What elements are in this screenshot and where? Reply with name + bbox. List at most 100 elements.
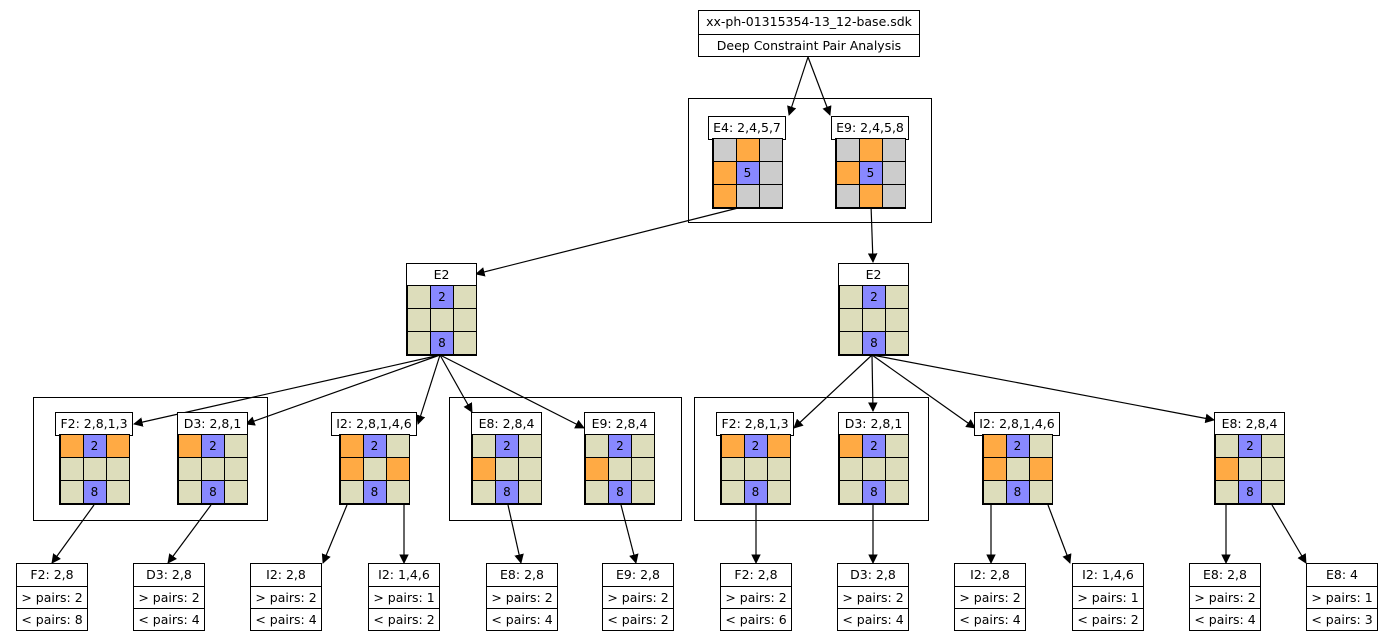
grid-cell <box>758 138 783 162</box>
leaf-greater-pairs: > pairs: 2 <box>487 586 557 609</box>
edge-e4-e2 <box>475 204 751 277</box>
root-title: xx-ph-01315354-13_12-base.sdk <box>706 14 912 29</box>
leaf-title: E9: 2,8 <box>616 567 660 582</box>
grid-cell: 5 <box>858 161 883 185</box>
grid-cell <box>59 457 84 481</box>
leaf-title: D3: 2,8 <box>850 567 896 582</box>
edge-e9-e2 <box>867 204 878 263</box>
grid-cell: 2 <box>1005 434 1030 458</box>
grid-cell <box>835 161 860 185</box>
grid-cell <box>885 434 909 458</box>
leaf-node: D3: 2,8> pairs: 2< pairs: 4 <box>837 563 909 631</box>
grid-cell <box>885 308 909 332</box>
grid-cell <box>224 480 248 504</box>
grid-cell <box>862 308 886 332</box>
edge-e2-e9 <box>439 354 585 429</box>
grid-cell <box>885 457 909 481</box>
leaf-less-pairs: < pairs: 2 <box>603 608 673 631</box>
leaf-less-pairs: < pairs: 2 <box>1073 608 1143 631</box>
grid-cell <box>224 434 248 458</box>
level3-label: E8: 2,8,4 <box>1214 412 1285 436</box>
grid-cell <box>105 434 130 458</box>
edge-e2-d3 <box>868 354 878 412</box>
edge-e2-i2 <box>416 354 441 425</box>
grid-cell <box>758 161 783 185</box>
level1-grid: 5 <box>834 138 906 209</box>
grid-cell <box>631 480 655 504</box>
leaf-title: E8: 4 <box>1326 567 1358 582</box>
grid-cell <box>518 434 542 458</box>
leaf-node: E8: 4> pairs: 1< pairs: 3 <box>1306 563 1378 631</box>
grid-cell <box>839 285 863 309</box>
leaf-greater-pairs: > pairs: 2 <box>134 586 204 609</box>
grid-cell <box>407 285 431 309</box>
grid-cell <box>472 457 496 481</box>
leaf-greater-pairs: > pairs: 2 <box>721 586 791 609</box>
grid-cell <box>518 457 542 481</box>
grid-cell: 2 <box>362 434 387 458</box>
leaf-greater-pairs: > pairs: 2 <box>838 586 908 609</box>
grid-cell <box>885 285 909 309</box>
grid-cell <box>339 434 364 458</box>
leaf-less-pairs: < pairs: 4 <box>955 608 1025 631</box>
grid-cell <box>105 457 130 481</box>
leaf-title: E8: 2,8 <box>1203 567 1247 582</box>
grid-cell: 2 <box>608 434 632 458</box>
cluster-right-a <box>694 397 929 521</box>
grid-cell <box>858 138 883 162</box>
leaf-less-pairs: < pairs: 2 <box>369 608 439 631</box>
root-node: xx-ph-01315354-13_12-base.sdk Deep Const… <box>698 10 920 57</box>
grid-cell <box>839 331 863 355</box>
level3-label: I2: 2,8,1,4,6 <box>974 412 1060 436</box>
grid-cell <box>881 138 906 162</box>
grid-cell <box>1028 457 1053 481</box>
grid-cell <box>631 457 655 481</box>
grid-cell <box>835 138 860 162</box>
grid-cell <box>339 480 364 504</box>
edge-e2-d3 <box>245 354 441 426</box>
grid-cell <box>178 434 202 458</box>
grid-cell <box>1261 457 1285 481</box>
grid-cell: 8 <box>362 480 387 504</box>
grid-cell <box>105 480 130 504</box>
grid-cell <box>385 480 410 504</box>
grid-cell <box>585 434 609 458</box>
leaf-node: F2: 2,8> pairs: 2< pairs: 6 <box>720 563 792 631</box>
grid-cell <box>224 457 248 481</box>
edge-root-e4 <box>787 56 809 116</box>
leaf-node: F2: 2,8> pairs: 2< pairs: 8 <box>16 563 88 631</box>
grid-cell: 8 <box>1005 480 1030 504</box>
grid-cell: 8 <box>495 480 519 504</box>
grid-cell <box>982 434 1007 458</box>
grid-cell <box>885 331 909 355</box>
grid-cell <box>1215 480 1239 504</box>
edge-to-leaf <box>1047 504 1072 564</box>
grid-cell <box>59 434 84 458</box>
grid-cell: 8 <box>1238 480 1262 504</box>
grid-cell: 2 <box>862 434 886 458</box>
grid-cell <box>758 184 783 208</box>
leaf-less-pairs: < pairs: 4 <box>251 608 321 631</box>
grid-cell <box>339 457 364 481</box>
grid-cell <box>720 457 745 481</box>
grid-cell: 2 <box>1238 434 1262 458</box>
level1-grid: 5 <box>711 138 783 209</box>
grid-cell <box>839 308 863 332</box>
leaf-greater-pairs: > pairs: 1 <box>1307 586 1377 609</box>
grid-cell <box>839 434 863 458</box>
leaf-greater-pairs: > pairs: 2 <box>955 586 1025 609</box>
grid-cell <box>1215 457 1239 481</box>
leaf-less-pairs: < pairs: 8 <box>17 608 87 631</box>
grid-cell: 2 <box>430 285 454 309</box>
grid-cell <box>735 138 760 162</box>
leaf-node: I2: 2,8> pairs: 2< pairs: 4 <box>954 563 1026 631</box>
edge-to-leaf <box>167 504 212 564</box>
leaf-node: I2: 1,4,6> pairs: 1< pairs: 2 <box>368 563 440 631</box>
level3-label: D3: 2,8,1 <box>838 412 909 436</box>
grid-cell <box>858 184 883 208</box>
grid-cell <box>835 184 860 208</box>
